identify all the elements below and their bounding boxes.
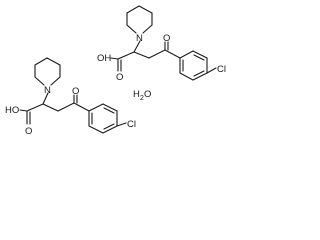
benzene-ring-upper: [179, 50, 208, 81]
water-oxygen-label: O: [144, 89, 151, 100]
carboxyl-oxygen-label: O: [116, 72, 123, 83]
molecule-lower: N HO O O Cl: [5, 57, 136, 137]
ketone-oxygen-label: O: [72, 86, 79, 97]
piperidine-ring-lower: [34, 57, 61, 86]
benzene-ring-lower: [88, 103, 118, 134]
piperidine-ring-upper: [126, 5, 153, 34]
carboxyl-oxygen-label: O: [25, 126, 32, 137]
water-hydrogen-label: H: [133, 89, 140, 100]
chemical-structure-diagram: N OH O O Cl: [5, 5, 226, 137]
chlorine-label: Cl: [217, 64, 226, 75]
hydroxyl-label: HO: [5, 105, 19, 116]
nitrogen-label: N: [44, 85, 51, 96]
ketone-oxygen-label: O: [163, 33, 170, 44]
nitrogen-label: N: [136, 33, 143, 44]
hydroxyl-label: OH: [97, 53, 111, 64]
water-subscript-label: 2: [140, 95, 144, 102]
chlorine-label: Cl: [127, 119, 136, 130]
water-molecule: H 2 O: [133, 89, 151, 102]
molecule-upper: N OH O O Cl: [97, 5, 226, 83]
